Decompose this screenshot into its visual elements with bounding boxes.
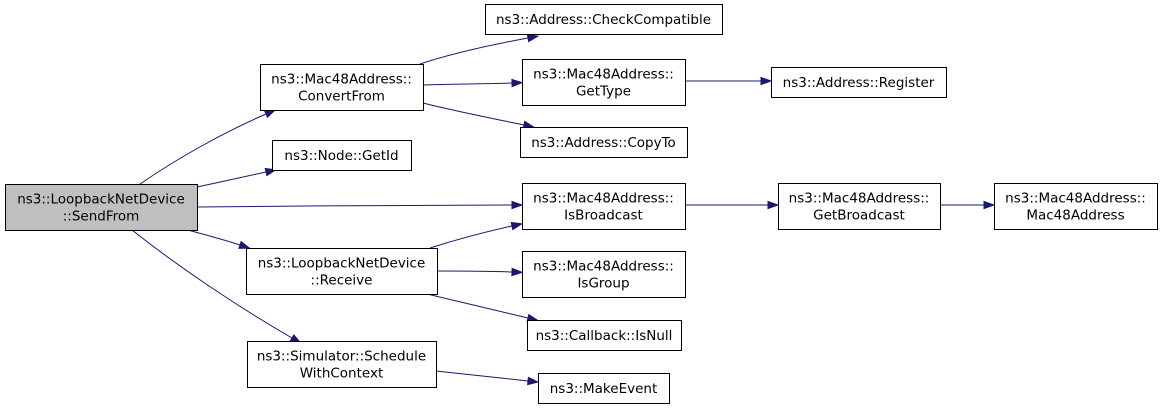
node-label: ns3::LoopbackNetDevice xyxy=(258,256,426,272)
edge-arrowhead xyxy=(526,33,540,43)
edge-line xyxy=(426,293,529,319)
edge-arrowhead xyxy=(238,240,251,249)
node-box[interactable] xyxy=(272,140,412,171)
node-mac48address[interactable]: ns3::Mac48Address::Mac48Address xyxy=(994,183,1158,230)
node-checkcompatible[interactable]: ns3::Address::CheckCompatible xyxy=(485,4,723,35)
node-getbroadcast[interactable]: ns3::Mac48Address::GetBroadcast xyxy=(778,183,941,230)
edge-line xyxy=(131,229,293,339)
node-label: ns3::Address::CheckCompatible xyxy=(496,12,711,28)
edge-arrowhead xyxy=(511,78,524,88)
edge-line xyxy=(422,102,525,126)
edge-sendfrom-to-receive xyxy=(187,229,251,249)
edge-convertfrom-to-copyto xyxy=(422,102,536,130)
node-isgroup[interactable]: ns3::Mac48Address::IsGroup xyxy=(522,251,686,298)
node-label: ns3::Mac48Address:: xyxy=(533,67,674,83)
edge-arrowhead xyxy=(767,200,780,210)
node-convertfrom[interactable]: ns3::Mac48Address::ConvertFrom xyxy=(260,64,424,111)
edge-convertfrom-to-checkcompatible xyxy=(419,33,540,65)
node-label: GetType xyxy=(576,84,631,100)
node-label: ns3::Callback::IsNull xyxy=(536,328,673,344)
edge-schedule-to-makeevent xyxy=(435,370,540,386)
edge-isbroadcast-to-getbroadcast xyxy=(685,200,780,210)
node-box[interactable] xyxy=(538,373,670,404)
node-label: ns3::Mac48Address:: xyxy=(789,191,930,207)
node-label: ConvertFrom xyxy=(298,89,385,105)
node-label: IsGroup xyxy=(577,276,629,292)
node-getid[interactable]: ns3::Node::GetId xyxy=(272,140,412,171)
node-isnull[interactable]: ns3::Callback::IsNull xyxy=(527,320,682,351)
node-sendfrom[interactable]: ns3::LoopbackNetDevice::SendFrom xyxy=(5,184,198,231)
node-label: ns3::Address::CopyTo xyxy=(531,135,676,151)
node-label: ns3::Mac48Address:: xyxy=(271,72,412,88)
node-box[interactable] xyxy=(260,64,424,111)
node-box[interactable] xyxy=(527,320,682,351)
node-box[interactable] xyxy=(520,127,688,158)
edge-line xyxy=(139,113,267,185)
node-label: ns3::MakeEvent xyxy=(550,381,658,397)
node-register[interactable]: ns3::Address::Register xyxy=(771,67,947,98)
nodes-layer: ns3::LoopbackNetDevice::SendFromns3::Mac… xyxy=(5,4,1158,404)
edge-arrowhead xyxy=(510,221,524,231)
edge-line xyxy=(196,171,267,188)
edge-getbroadcast-to-mac48address xyxy=(940,200,996,210)
node-box[interactable] xyxy=(522,251,686,298)
node-isbroadcast[interactable]: ns3::Mac48Address::IsBroadcast xyxy=(522,183,686,230)
node-copyto[interactable]: ns3::Address::CopyTo xyxy=(520,127,688,158)
node-label: ns3::Simulator::Schedule xyxy=(257,349,426,365)
node-label: IsBroadcast xyxy=(564,208,643,224)
edge-line xyxy=(435,370,529,382)
edge-line xyxy=(419,37,529,65)
edge-sendfrom-to-getid xyxy=(196,167,278,188)
edge-receive-to-isgroup xyxy=(436,267,524,277)
node-label: WithContext xyxy=(300,366,384,382)
node-label: ::SendFrom xyxy=(63,209,140,225)
edge-arrowhead xyxy=(983,200,996,210)
edge-arrowhead xyxy=(511,267,524,277)
edge-sendfrom-to-convertfrom xyxy=(139,109,277,185)
edge-receive-to-isbroadcast xyxy=(429,221,524,249)
edge-line xyxy=(429,225,513,249)
node-gettype[interactable]: ns3::Mac48Address::GetType xyxy=(522,59,686,106)
node-box[interactable] xyxy=(771,67,947,98)
node-box[interactable] xyxy=(522,183,686,230)
node-makeevent[interactable]: ns3::MakeEvent xyxy=(538,373,670,404)
node-box[interactable] xyxy=(994,183,1158,230)
edge-arrowhead xyxy=(527,376,540,386)
node-label: ns3::LoopbackNetDevice xyxy=(17,192,185,208)
node-label: ::Receive xyxy=(311,273,373,289)
node-label: ns3::Mac48Address:: xyxy=(533,259,674,275)
node-label: Mac48Address xyxy=(1026,208,1124,224)
edge-gettype-to-register xyxy=(685,76,773,86)
node-label: ns3::Mac48Address:: xyxy=(1005,191,1146,207)
node-box[interactable] xyxy=(778,183,941,230)
edge-line xyxy=(187,229,241,246)
edge-line xyxy=(436,270,513,273)
edge-sendfrom-to-isbroadcast xyxy=(196,200,524,210)
edge-receive-to-isnull xyxy=(426,293,540,323)
node-label: ns3::Address::Register xyxy=(783,75,935,91)
node-box[interactable] xyxy=(247,341,437,388)
node-box[interactable] xyxy=(522,59,686,106)
node-label: ns3::Node::GetId xyxy=(284,148,398,164)
edge-arrowhead xyxy=(760,76,773,86)
edge-convertfrom-to-gettype xyxy=(422,78,524,88)
edge-arrowhead xyxy=(511,200,524,210)
node-box[interactable] xyxy=(5,184,198,231)
edge-line xyxy=(196,204,513,208)
node-box[interactable] xyxy=(246,248,438,295)
node-box[interactable] xyxy=(485,4,723,35)
edge-line xyxy=(422,82,513,86)
node-receive[interactable]: ns3::LoopbackNetDevice::Receive xyxy=(246,248,438,295)
node-label: ns3::Mac48Address:: xyxy=(533,191,674,207)
node-label: GetBroadcast xyxy=(813,208,905,224)
edge-arrowhead xyxy=(263,109,277,119)
